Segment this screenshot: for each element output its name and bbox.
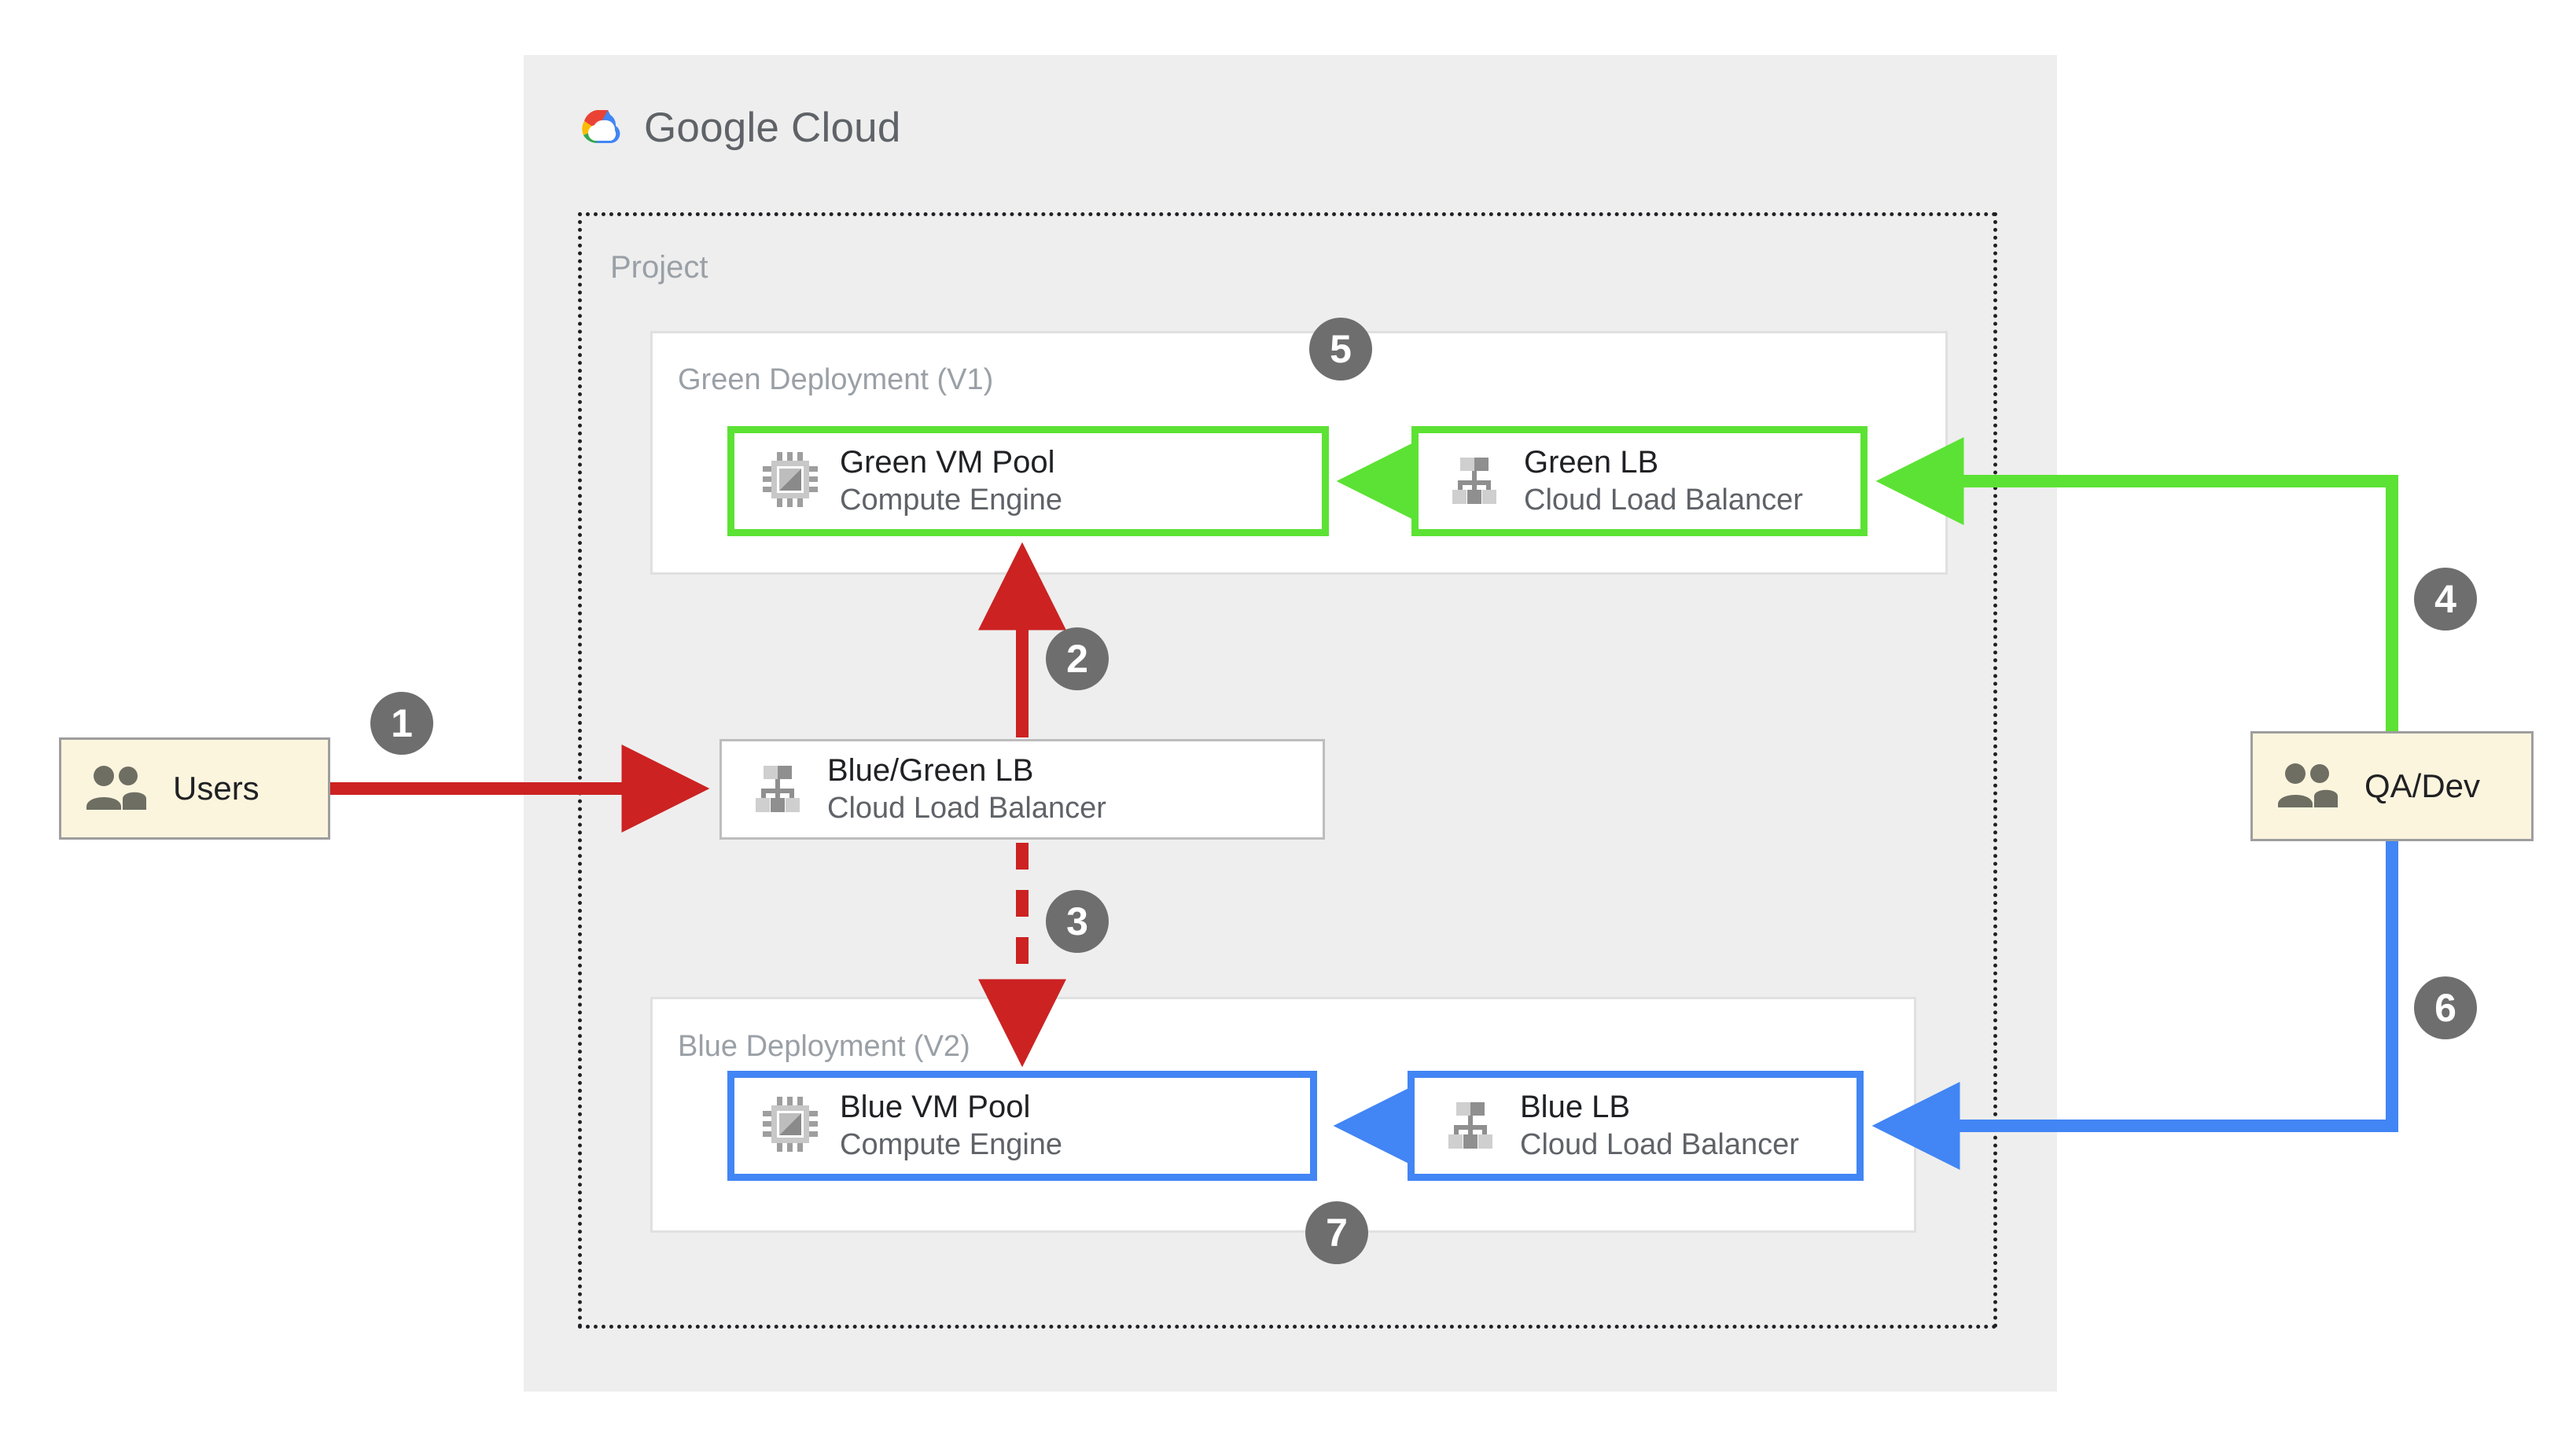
step-badge-7: 7 [1305, 1201, 1368, 1264]
node-title: Green LB [1524, 445, 1659, 480]
actor-qa-dev-label: QA/Dev [2364, 767, 2481, 804]
node-green-lb[interactable]: Green LB Cloud Load Balancer [1411, 426, 1868, 536]
load-balancer-icon [1441, 1095, 1500, 1157]
node-subtitle: Compute Engine [840, 484, 1063, 517]
node-green-vm-pool[interactable]: Green VM Pool Compute Engine [727, 426, 1329, 536]
step-badge-5: 5 [1309, 318, 1372, 381]
step-badge-1: 1 [370, 692, 433, 755]
google-cloud-branding: Google Cloud [578, 104, 901, 152]
node-subtitle: Compute Engine [840, 1128, 1063, 1162]
node-subtitle: Cloud Load Balancer [1520, 1128, 1799, 1162]
node-green-lb-text: Green LB Cloud Load Balancer [1524, 445, 1803, 517]
cpu-chip-icon [761, 1095, 819, 1157]
actor-users-label: Users [173, 770, 259, 807]
step-badge-6: 6 [2414, 976, 2477, 1039]
node-bluegreen-lb[interactable]: Blue/Green LB Cloud Load Balancer [719, 739, 1325, 840]
node-bluegreen-lb-text: Blue/Green LB Cloud Load Balancer [827, 753, 1106, 825]
actor-qa-dev[interactable]: QA/Dev [2250, 731, 2534, 841]
blue-deployment-label: Blue Deployment (V2) [678, 1030, 970, 1063]
node-title: Blue LB [1520, 1090, 1631, 1125]
step-badge-3: 3 [1046, 890, 1109, 953]
project-boundary [578, 212, 1997, 1329]
brand-google: Google [644, 105, 780, 151]
node-blue-vm-pool[interactable]: Blue VM Pool Compute Engine [727, 1071, 1317, 1181]
node-subtitle: Cloud Load Balancer [827, 792, 1106, 825]
google-cloud-logo-icon [578, 105, 627, 150]
step-badge-2: 2 [1046, 627, 1109, 690]
actor-users[interactable]: Users [59, 737, 330, 840]
step-badge-4: 4 [2414, 568, 2477, 631]
google-cloud-wordmark: Google Cloud [644, 104, 901, 152]
load-balancer-icon [749, 759, 807, 821]
brand-cloud: Cloud [791, 105, 901, 151]
people-icon [83, 764, 149, 814]
node-title: Blue/Green LB [827, 753, 1034, 789]
load-balancer-icon [1445, 450, 1503, 513]
node-subtitle: Cloud Load Balancer [1524, 484, 1803, 517]
project-label: Project [610, 250, 708, 285]
people-icon [2275, 762, 2341, 811]
node-title: Blue VM Pool [840, 1090, 1031, 1125]
node-blue-lb[interactable]: Blue LB Cloud Load Balancer [1408, 1071, 1864, 1181]
node-blue-lb-text: Blue LB Cloud Load Balancer [1520, 1090, 1799, 1161]
green-deployment-label: Green Deployment (V1) [678, 363, 994, 396]
node-blue-vm-pool-text: Blue VM Pool Compute Engine [840, 1090, 1062, 1161]
node-green-vm-pool-text: Green VM Pool Compute Engine [840, 445, 1062, 517]
node-title: Green VM Pool [840, 445, 1055, 480]
cpu-chip-icon [761, 450, 819, 513]
